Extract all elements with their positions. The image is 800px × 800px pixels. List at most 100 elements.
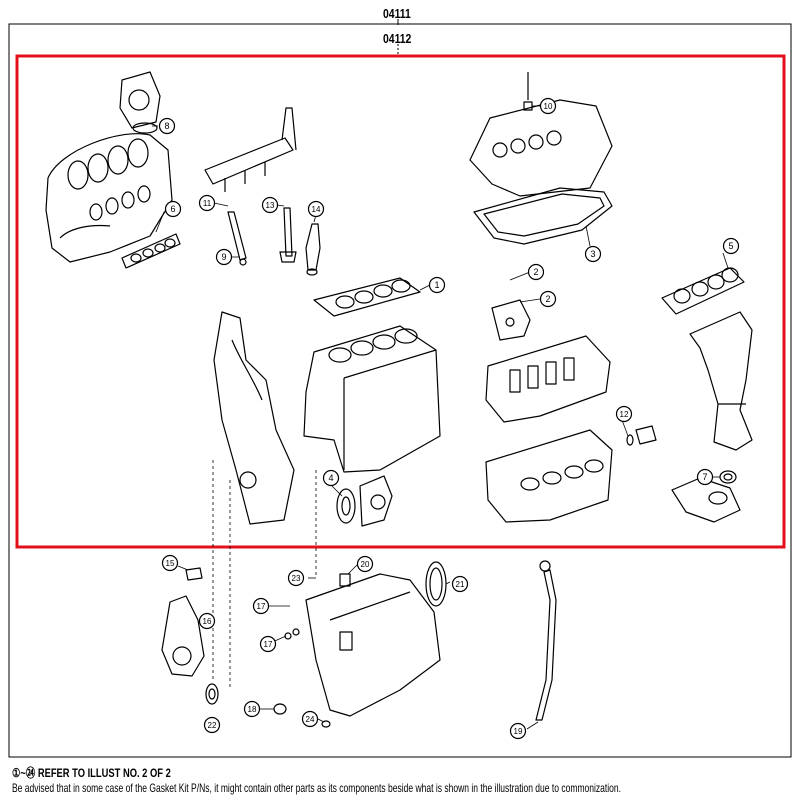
callout-number: 24 <box>306 715 315 724</box>
callout-number: 11 <box>203 199 212 208</box>
callout-4[interactable]: 4 <box>322 469 340 487</box>
cylinder-head-gasket-icon[interactable] <box>313 277 421 317</box>
callout-circle <box>307 200 325 218</box>
callout-6[interactable]: 6 <box>164 200 182 218</box>
callout-2[interactable]: 2 <box>527 263 545 281</box>
callout-1[interactable]: 1 <box>428 276 446 294</box>
callout-circle <box>539 290 557 308</box>
callout-16[interactable]: 16 <box>198 612 216 630</box>
callout-number: 17 <box>264 640 273 649</box>
refer-note: ①~㉔ REFER TO ILLUST NO. 2 OF 2 <box>12 764 171 781</box>
callout-circle <box>539 97 557 115</box>
oil-dipstick-icon[interactable] <box>535 560 557 721</box>
callout-20[interactable]: 20 <box>356 555 374 573</box>
callout-circle <box>451 575 469 593</box>
callout-circle <box>301 710 319 728</box>
callout-circle <box>158 117 176 135</box>
callout-circle <box>252 597 270 615</box>
throttle-body-icon[interactable] <box>119 71 161 134</box>
callout-8[interactable]: 8 <box>158 117 176 135</box>
crankshaft-seal-icon[interactable] <box>336 488 356 524</box>
camshaft-housing-icon[interactable] <box>485 335 611 423</box>
oil-seal-icon[interactable] <box>205 683 219 705</box>
callout-circle <box>527 263 545 281</box>
callout-number: 18 <box>248 705 257 714</box>
callout-number: 16 <box>203 617 212 626</box>
drain-bolt-icon[interactable] <box>185 567 203 581</box>
callout-9[interactable]: 9 <box>215 248 233 266</box>
exhaust-ring-gasket-icon[interactable] <box>719 470 737 484</box>
subgroup-code-label[interactable]: 04112 <box>383 31 412 46</box>
callout-17[interactable]: 17 <box>252 597 270 615</box>
callout-10[interactable]: 10 <box>539 97 557 115</box>
callout-7[interactable]: 7 <box>696 468 714 486</box>
callout-circle <box>215 248 233 266</box>
timing-cover-icon[interactable] <box>213 311 295 525</box>
fuel-rail-icon[interactable] <box>204 107 297 192</box>
callout-circle <box>198 194 216 212</box>
callout-19[interactable]: 19 <box>509 722 527 740</box>
callout-3[interactable]: 3 <box>584 245 602 263</box>
callout-number: 17 <box>257 602 266 611</box>
callout-number: 2 <box>533 267 538 277</box>
bolt-icon[interactable] <box>279 207 297 263</box>
valve-cover-icon[interactable] <box>469 72 613 197</box>
exhaust-manifold-icon[interactable] <box>671 311 753 523</box>
callout-number: 10 <box>544 102 553 111</box>
crank-pulley-icon[interactable] <box>359 475 393 527</box>
callout-number: 7 <box>702 472 707 482</box>
intake-manifold-gasket-icon[interactable] <box>121 233 181 269</box>
callout-number: 21 <box>456 580 465 589</box>
callout-circle <box>287 569 305 587</box>
rear-main-seal-icon[interactable] <box>425 561 447 607</box>
oil-pan-icon[interactable] <box>305 573 441 717</box>
callout-5[interactable]: 5 <box>722 237 740 255</box>
callout-21[interactable]: 21 <box>451 575 469 593</box>
oil-plug-icon[interactable] <box>339 573 351 587</box>
cylinder-head-icon[interactable] <box>485 429 613 523</box>
callout-2[interactable]: 2 <box>539 290 557 308</box>
callout-number: 8 <box>164 121 169 131</box>
camshaft-bracket-icon[interactable] <box>491 299 531 341</box>
callout-number: 15 <box>166 559 175 568</box>
group-code-label[interactable]: 04111 <box>383 6 411 21</box>
callout-circle <box>615 405 633 423</box>
callout-circle <box>161 554 179 572</box>
callout-number: 5 <box>728 241 733 251</box>
callout-12[interactable]: 12 <box>615 405 633 423</box>
callout-23[interactable]: 23 <box>287 569 305 587</box>
callout-number: 13 <box>266 201 275 210</box>
callout-number: 2 <box>545 294 550 304</box>
callout-circle <box>696 468 714 486</box>
spark-plug-icon[interactable] <box>305 223 321 276</box>
subgroup-highlight-box <box>15 54 786 549</box>
callout-circle <box>203 716 221 734</box>
cylinder-block-icon[interactable] <box>303 325 441 473</box>
callout-circle <box>509 722 527 740</box>
callout-circle <box>259 635 277 653</box>
water-pump-icon[interactable] <box>161 595 205 677</box>
leader-lines <box>212 460 317 690</box>
callout-22[interactable]: 22 <box>203 716 221 734</box>
sensor-icon[interactable] <box>626 425 657 446</box>
callout-number: 19 <box>514 727 523 736</box>
callout-17[interactable]: 17 <box>259 635 277 653</box>
callout-range: ①~㉔ <box>12 766 36 780</box>
callout-circle <box>198 612 216 630</box>
valve-cover-gasket-icon[interactable] <box>473 187 613 245</box>
intake-manifold-icon[interactable] <box>45 133 173 263</box>
callout-24[interactable]: 24 <box>301 710 319 728</box>
callout-number: 4 <box>328 473 333 483</box>
callout-15[interactable]: 15 <box>161 554 179 572</box>
callout-number: 9 <box>221 252 226 262</box>
callout-13[interactable]: 13 <box>261 196 279 214</box>
fuel-injector-icon[interactable] <box>227 211 247 266</box>
callout-11[interactable]: 11 <box>198 194 216 212</box>
callout-circle <box>428 276 446 294</box>
callout-18[interactable]: 18 <box>243 700 261 718</box>
callout-circle <box>261 196 279 214</box>
callout-14[interactable]: 14 <box>307 200 325 218</box>
exhaust-manifold-gasket-icon[interactable] <box>661 267 745 315</box>
